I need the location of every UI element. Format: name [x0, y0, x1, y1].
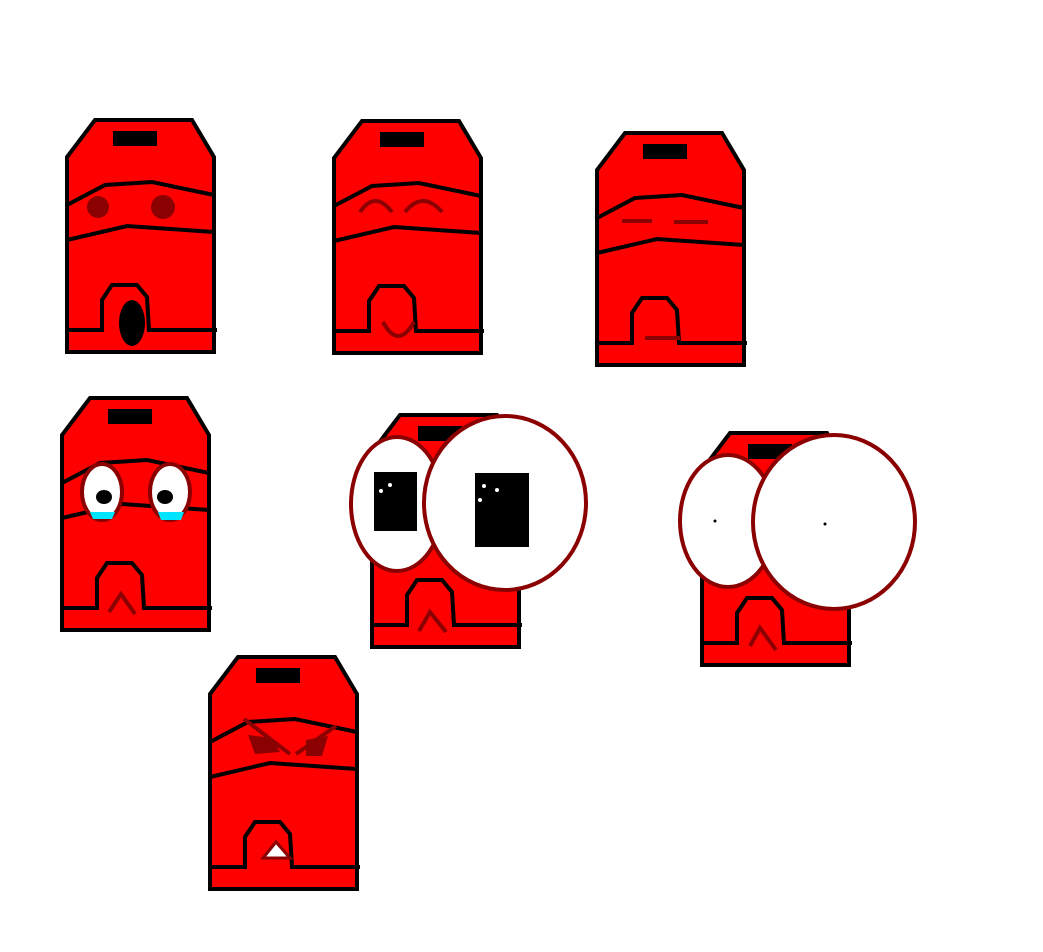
- eye-left: [87, 196, 109, 218]
- pupil-left: [96, 490, 112, 504]
- character-angry: [208, 655, 362, 891]
- mouth-smile: [381, 320, 416, 338]
- eye-right: [751, 433, 917, 611]
- mouth-teeth: [259, 839, 294, 860]
- mouth-frown: [107, 590, 137, 616]
- character-happy: [332, 119, 486, 355]
- eye-left: [358, 199, 394, 214]
- tear-left: [90, 512, 115, 519]
- mouth-frown: [417, 608, 448, 634]
- eye-right: [306, 736, 328, 756]
- character-crying: [60, 396, 214, 632]
- eye-right: [151, 195, 175, 219]
- character-big-eyes-blank: [678, 431, 917, 667]
- tear-right: [158, 512, 184, 520]
- character-surprised: [65, 118, 219, 354]
- eye-left: [248, 735, 280, 754]
- character-big-eyes: [349, 413, 588, 649]
- mouth-open: [119, 300, 145, 346]
- eye-right: [403, 199, 444, 214]
- mouth-frown: [748, 624, 778, 652]
- pupil-right: [157, 490, 173, 504]
- character-sleepy: [595, 131, 749, 367]
